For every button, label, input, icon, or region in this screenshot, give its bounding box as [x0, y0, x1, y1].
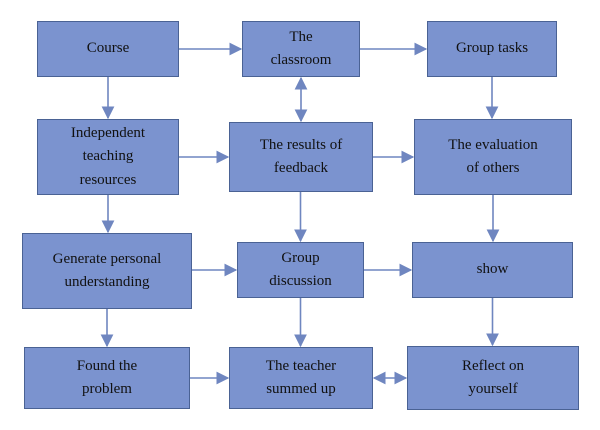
node-teacher-summed-up: The teacher summed up: [229, 347, 373, 409]
node-independent-teaching-resources: Independent teaching resources: [37, 119, 179, 195]
node-group-discussion: Group discussion: [237, 242, 364, 298]
node-group-tasks: Group tasks: [427, 21, 557, 77]
node-results-of-feedback: The results of feedback: [229, 122, 373, 192]
node-reflect-on-yourself: Reflect on yourself: [407, 346, 579, 410]
node-found-the-problem: Found the problem: [24, 347, 190, 409]
node-evaluation-of-others: The evaluation of others: [414, 119, 572, 195]
node-generate-personal-understanding: Generate personal understanding: [22, 233, 192, 309]
node-show: show: [412, 242, 573, 298]
node-course: Course: [37, 21, 179, 77]
node-the-classroom: The classroom: [242, 21, 360, 77]
